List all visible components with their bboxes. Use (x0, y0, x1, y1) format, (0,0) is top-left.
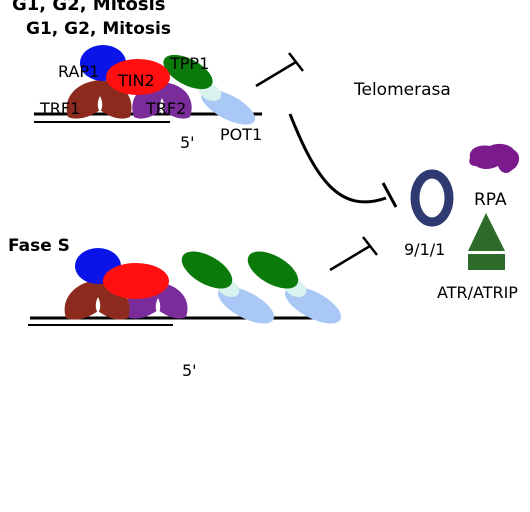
cutoff-heading: G1, G2, Mitosis (12, 0, 165, 15)
label-trf1: TRF1 (39, 99, 80, 118)
label-rpa: RPA (474, 190, 507, 210)
inhibition-arrow-s-phase (329, 236, 378, 272)
tpp1-protein (163, 54, 213, 90)
label-tpp1: TPP1 (169, 54, 209, 73)
tin2-protein (106, 59, 170, 95)
label-tin2: TIN2 (117, 71, 155, 90)
tpp1-protein-s1 (181, 251, 233, 289)
tpp1-protein-s2 (247, 251, 299, 289)
atr-atrip-complex (468, 213, 505, 270)
rpa-protein (469, 143, 520, 173)
label-911: 9/1/1 (404, 240, 445, 259)
heading-g1-g2-mitosis: G1, G2, Mitosis (26, 19, 171, 39)
label-telomerase: Telomerasa (353, 80, 451, 100)
inhibition-arrow-911 (288, 113, 398, 208)
inhibition-arrow-telomerase (255, 52, 304, 88)
label-five-prime-top: 5' (180, 133, 195, 152)
label-atr-atrip: ATR/ATRIP (437, 283, 518, 302)
label-trf2: TRF2 (145, 99, 186, 118)
heading-fase-s: Fase S (8, 236, 70, 256)
clamp-911-ring (410, 169, 454, 227)
label-pot1: POT1 (220, 125, 262, 144)
label-rap1: RAP1 (58, 62, 99, 81)
label-five-prime-bottom: 5' (182, 361, 197, 380)
tin2-protein-s (103, 263, 169, 299)
